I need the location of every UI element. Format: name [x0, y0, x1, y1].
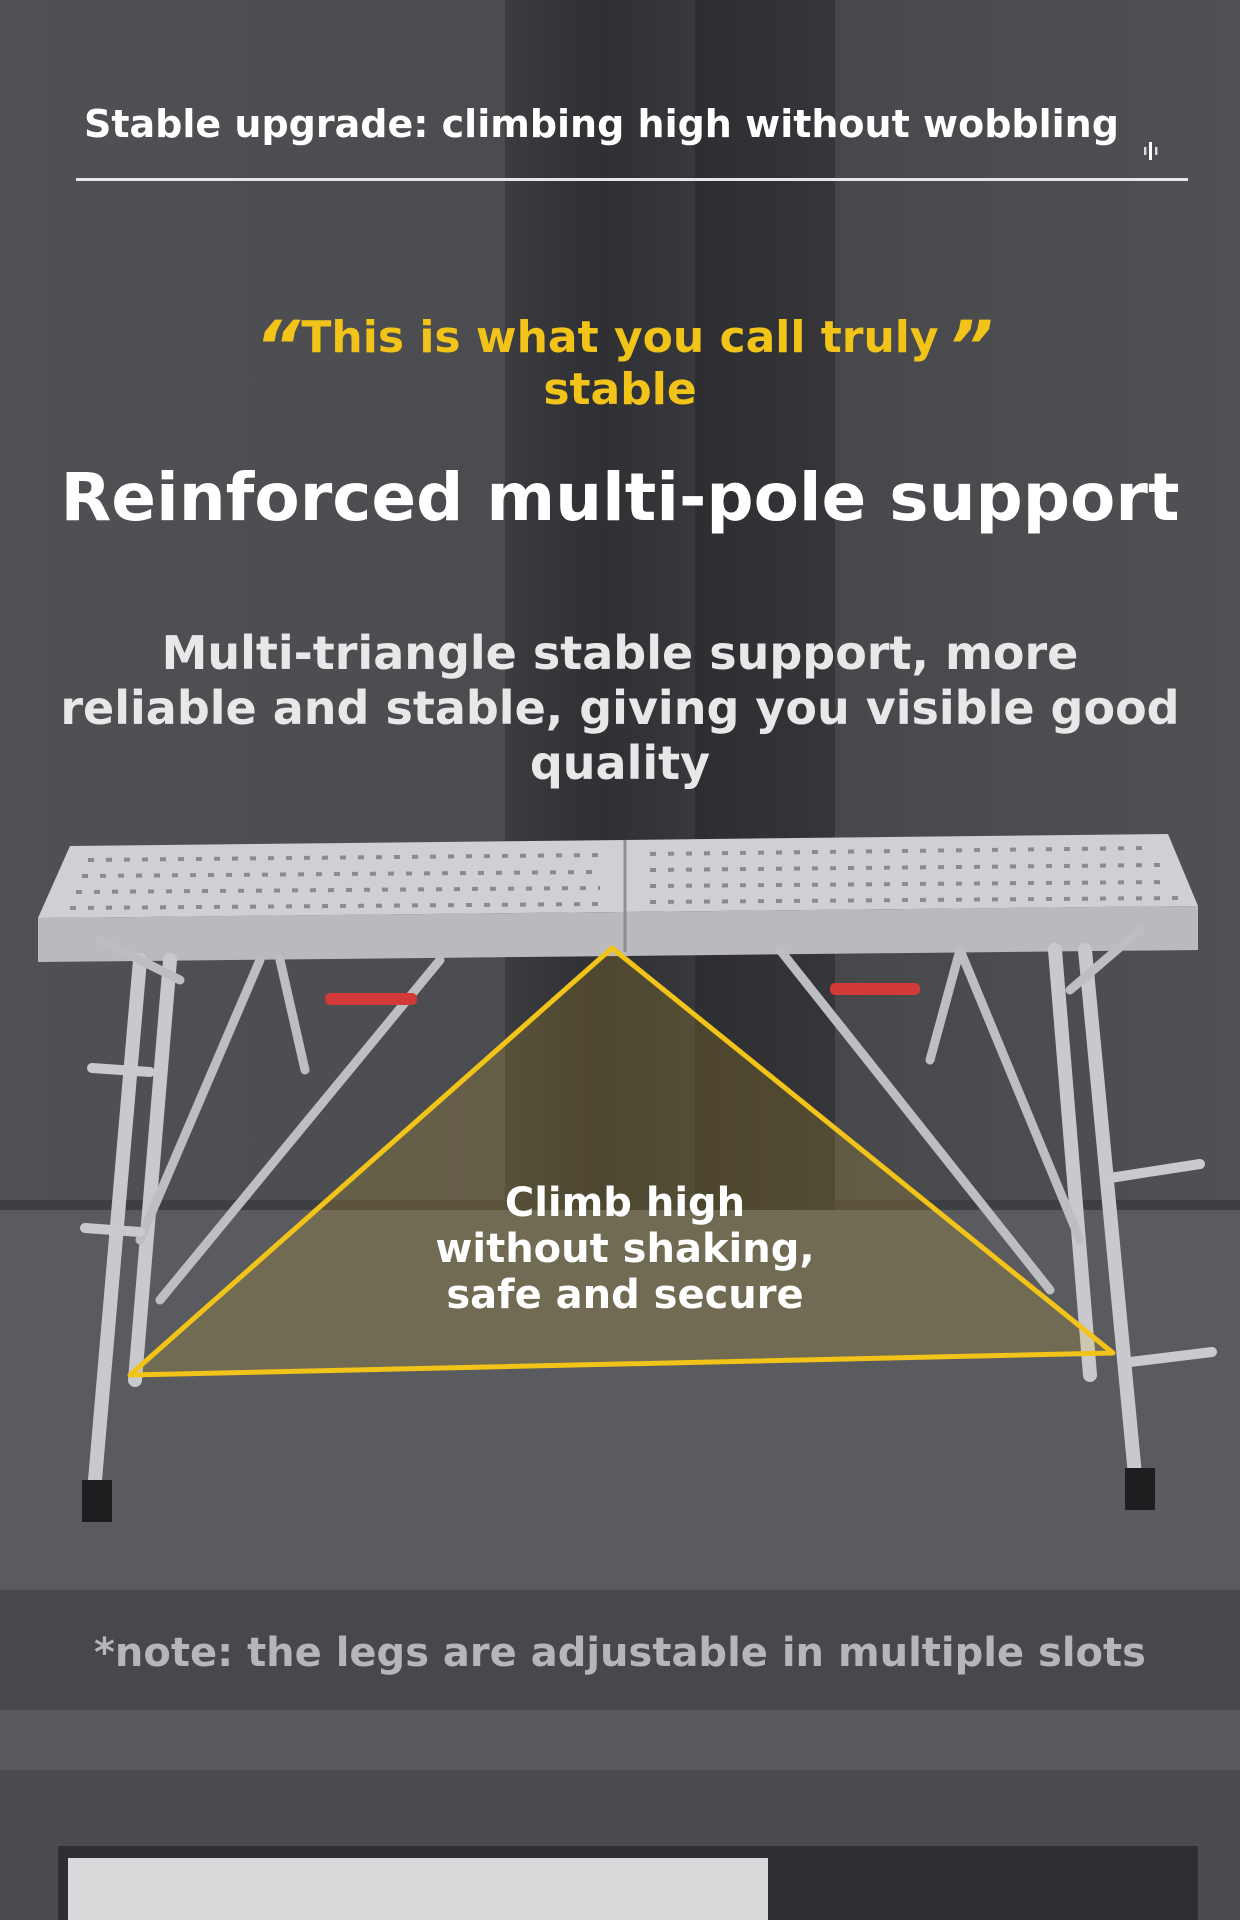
scaffold-legs [88, 943, 1142, 1487]
heading-underline [76, 178, 1188, 181]
next-product-photo [68, 1858, 768, 1920]
background-platform [0, 1590, 1240, 1710]
sound-wave-icon[interactable] [1140, 140, 1162, 162]
scaffold-braces [95, 925, 1145, 1305]
callout-line-3: safe and secure [446, 1272, 804, 1318]
callout-line-2: without shaking, [435, 1226, 815, 1272]
scaffold-platform [38, 834, 1198, 962]
side-pegs [80, 1063, 1217, 1367]
feature-subtitle: Multi-triangle stable support, more reli… [60, 626, 1180, 790]
open-quote-icon: “ [255, 306, 301, 388]
red-handles [325, 983, 920, 1005]
feature-title: Reinforced multi-pole support [60, 459, 1180, 536]
footnote: *note: the legs are adjustable in multip… [94, 1630, 1146, 1676]
background-wall-right [835, 0, 1240, 1200]
leg-feet [82, 1468, 1155, 1522]
background-wall-left [0, 0, 505, 1200]
triangle-callout: Climb high without shaking, safe and sec… [400, 1180, 850, 1318]
support-triangle [127, 945, 1116, 1378]
callout-line-1: Climb high [504, 1180, 746, 1226]
platform-holes [69, 846, 1181, 910]
background-pillar-shadow [695, 0, 835, 1260]
scaffold-illustration [38, 834, 1217, 1522]
background-pillar [505, 0, 695, 1260]
tagline: This is what you call truly stable [301, 312, 939, 415]
section-heading: Stable upgrade: climbing high without wo… [84, 102, 1119, 146]
background-platform-edge [0, 1710, 1240, 1770]
close-quote-icon: ” [948, 306, 994, 388]
